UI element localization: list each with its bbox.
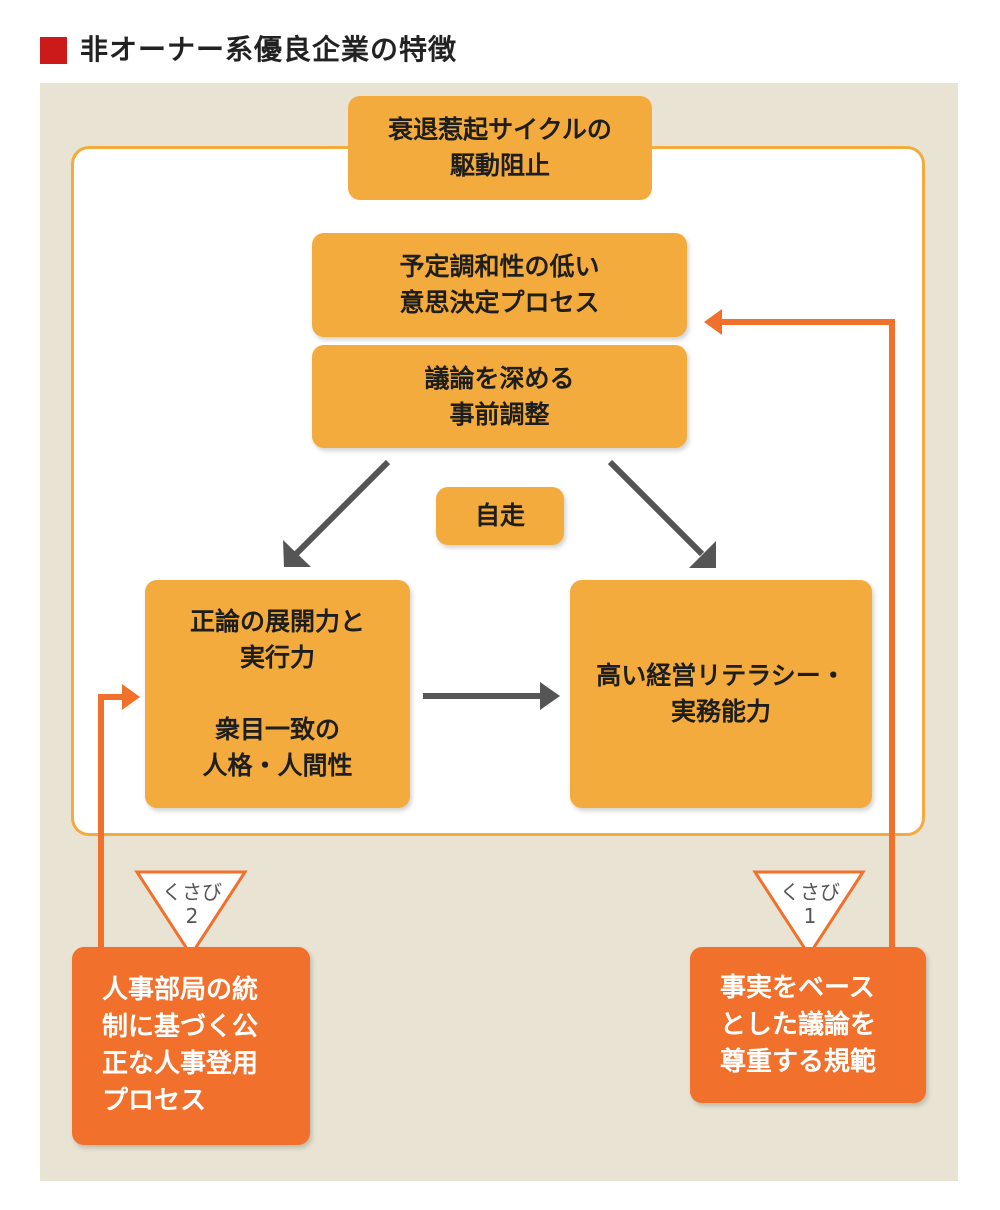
pre-coordination-box: 議論を深める 事前調整 [312, 345, 687, 448]
management-literacy-box: 高い経営リテラシー・ 実務能力 [570, 580, 872, 808]
title-marker [40, 37, 67, 64]
cycle-block-box: 衰退惹起サイクルの 駆動阻止 [348, 96, 652, 200]
arrow-to-right [607, 459, 716, 568]
arrow-to-left [283, 459, 391, 567]
feedback-arrow-2 [98, 684, 140, 947]
wedge-1-label: くさび 1 [780, 880, 840, 928]
decision-process-box: 予定調和性の低い 意思決定プロセス [312, 233, 687, 337]
fair-hr-process-box: 人事部局の統 制に基づく公 正な人事登用 プロセス [72, 947, 310, 1145]
page-title: 非オーナー系優良企業の特徴 [80, 33, 458, 66]
arrow-left-to-right [423, 682, 560, 710]
self-running-label: 自走 [436, 487, 564, 545]
feedback-arrow-1 [704, 309, 895, 947]
argument-and-character-box: 正論の展開力と 実行力 衆目一致の 人格・人間性 [145, 580, 410, 808]
wedge-1-triangle [752, 870, 866, 958]
fact-based-norm-box: 事実をベース とした議論を 尊重する規範 [690, 947, 926, 1103]
wedge-2-triangle [134, 870, 248, 958]
wedge-2-label: くさび 2 [162, 880, 222, 928]
